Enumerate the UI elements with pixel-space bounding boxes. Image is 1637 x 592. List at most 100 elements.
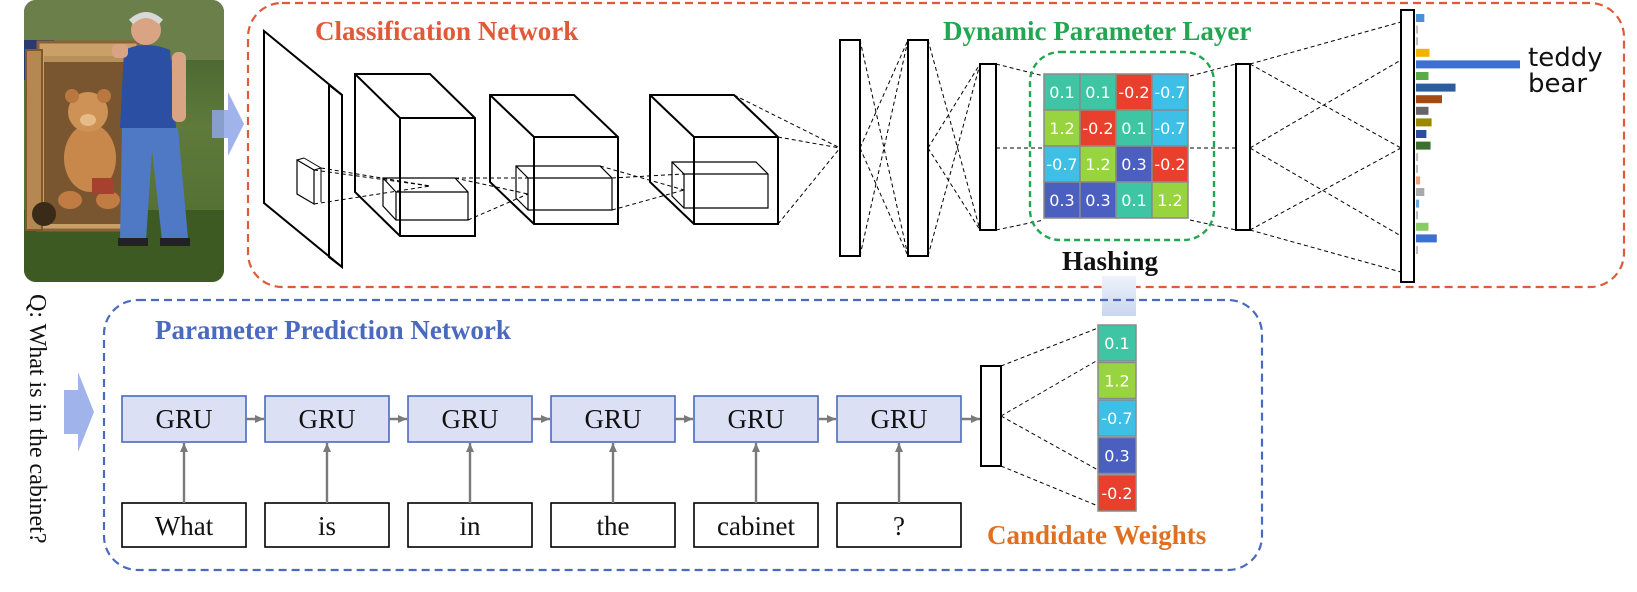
input-photo bbox=[24, 0, 224, 282]
matrix-cell-value: -0.2 bbox=[1154, 155, 1185, 174]
output-label-teddy: teddy bbox=[1528, 43, 1603, 73]
matrix-cell-value: 0.1 bbox=[1085, 83, 1110, 102]
matrix-cell-value: 0.3 bbox=[1121, 155, 1146, 174]
matrix-cell-value: 1.2 bbox=[1085, 155, 1110, 174]
parameter-prediction-network-title: Parameter Prediction Network bbox=[155, 315, 511, 345]
gru-cell bbox=[836, 395, 962, 443]
question-to-network-arrow bbox=[64, 372, 94, 452]
conv-layer-4 bbox=[649, 94, 779, 225]
output-score-bar bbox=[1416, 14, 1425, 22]
output-label-bear: bear bbox=[1528, 69, 1587, 99]
matrix-cell-value: 0.1 bbox=[1121, 119, 1146, 138]
matrix-cell-value: 1.2 bbox=[1157, 191, 1182, 210]
matrix-cell-value: 0.1 bbox=[1121, 191, 1146, 210]
output-score-bar bbox=[1416, 72, 1429, 80]
conv-layer-1 bbox=[263, 28, 343, 270]
candidate-weights-vector: 0.11.2-0.70.3-0.2 bbox=[1097, 324, 1137, 512]
output-scores bbox=[1416, 14, 1520, 254]
gru-label: GRU bbox=[584, 404, 641, 434]
matrix-cell-value: -0.7 bbox=[1154, 119, 1185, 138]
parameter-prediction-network-box bbox=[102, 298, 1264, 572]
gru-label: GRU bbox=[441, 404, 498, 434]
output-score-bar bbox=[1416, 118, 1432, 127]
dynamic-parameter-layer-box bbox=[1028, 50, 1216, 242]
gru-label: GRU bbox=[727, 404, 784, 434]
output-score-bar bbox=[1416, 211, 1419, 220]
output-score-bar bbox=[1416, 164, 1419, 173]
output-score-bar bbox=[1416, 153, 1419, 162]
hashing-arrow bbox=[1102, 276, 1136, 316]
matrix-cell-value: -0.7 bbox=[1046, 155, 1077, 174]
gru-label: GRU bbox=[870, 404, 927, 434]
candidate-weight-cell bbox=[1097, 399, 1137, 437]
prediction-fc-connectors bbox=[1000, 327, 1099, 507]
word-token: in bbox=[459, 511, 481, 541]
word-box bbox=[550, 502, 676, 548]
word-box bbox=[693, 502, 819, 548]
matrix-cell-value: 1.2 bbox=[1049, 119, 1074, 138]
output-score-bar bbox=[1416, 246, 1419, 254]
candidate-weight-value: 0.3 bbox=[1104, 447, 1129, 466]
matrix-cell bbox=[1043, 109, 1081, 147]
output-score-bar bbox=[1416, 95, 1442, 104]
matrix-cell bbox=[1079, 73, 1117, 111]
output-score-bar bbox=[1416, 106, 1429, 115]
matrix-cell bbox=[1043, 181, 1081, 219]
conv-connectors bbox=[313, 94, 841, 225]
candidate-weight-cell bbox=[1097, 324, 1137, 362]
matrix-cell bbox=[1043, 145, 1081, 183]
candidate-weight-value: 1.2 bbox=[1104, 372, 1129, 391]
fc-connectors bbox=[859, 21, 1402, 273]
output-score-bar bbox=[1416, 188, 1425, 196]
output-score-bar bbox=[1416, 60, 1520, 69]
hashing-label: Hashing bbox=[1062, 246, 1159, 276]
word-token: cabinet bbox=[717, 511, 795, 541]
matrix-cell bbox=[1043, 73, 1081, 111]
gru-row: GRU GRU GRU GRU GRU GRU bbox=[121, 395, 980, 443]
candidate-weights-title: Candidate Weights bbox=[987, 520, 1206, 550]
matrix-cell-value: 0.3 bbox=[1085, 191, 1110, 210]
output-score-bar bbox=[1416, 48, 1430, 57]
output-score-bar bbox=[1416, 199, 1420, 208]
output-score-bar bbox=[1416, 141, 1431, 150]
word-token: the bbox=[597, 511, 630, 541]
word-token: What bbox=[155, 511, 214, 541]
dynamic-parameter-layer-title: Dynamic Parameter Layer bbox=[943, 16, 1251, 46]
matrix-cell bbox=[1115, 145, 1153, 183]
classification-network-title: Classification Network bbox=[315, 16, 578, 46]
matrix-cell bbox=[1151, 181, 1189, 219]
gru-cell bbox=[550, 395, 676, 443]
prediction-fc-layer bbox=[980, 365, 1002, 467]
output-score-bar bbox=[1416, 222, 1429, 231]
word-box bbox=[264, 502, 390, 548]
matrix-cell bbox=[1115, 73, 1153, 111]
output-score-bar bbox=[1416, 176, 1421, 185]
output-score-bar bbox=[1416, 234, 1437, 243]
matrix-cell bbox=[1151, 73, 1189, 111]
word-token: ? bbox=[893, 511, 905, 541]
conv-layer-3 bbox=[489, 94, 619, 225]
photo-to-network-arrow bbox=[212, 92, 244, 156]
matrix-cell-value: 0.1 bbox=[1049, 83, 1074, 102]
output-score-bar bbox=[1416, 83, 1456, 92]
output-score-bar bbox=[1416, 130, 1427, 138]
candidate-weight-cell bbox=[1097, 474, 1137, 512]
matrix-cell-value: -0.2 bbox=[1118, 83, 1149, 102]
conv-layer-2 bbox=[354, 73, 476, 237]
gru-label: GRU bbox=[298, 404, 355, 434]
output-score-bar bbox=[1416, 25, 1419, 34]
word-box bbox=[121, 502, 247, 548]
matrix-cell-value: 0.3 bbox=[1049, 191, 1074, 210]
candidate-weight-cell bbox=[1097, 436, 1137, 475]
question-text: Q: What is in the cabinet? bbox=[24, 294, 50, 543]
matrix-cell bbox=[1151, 145, 1189, 183]
output-score-bar bbox=[1416, 37, 1419, 46]
candidate-weight-value: -0.7 bbox=[1101, 409, 1132, 428]
gru-cell bbox=[693, 395, 819, 443]
gru-label: GRU bbox=[155, 404, 212, 434]
classification-network-box bbox=[246, 1, 1626, 289]
candidate-weight-value: -0.2 bbox=[1101, 484, 1132, 503]
